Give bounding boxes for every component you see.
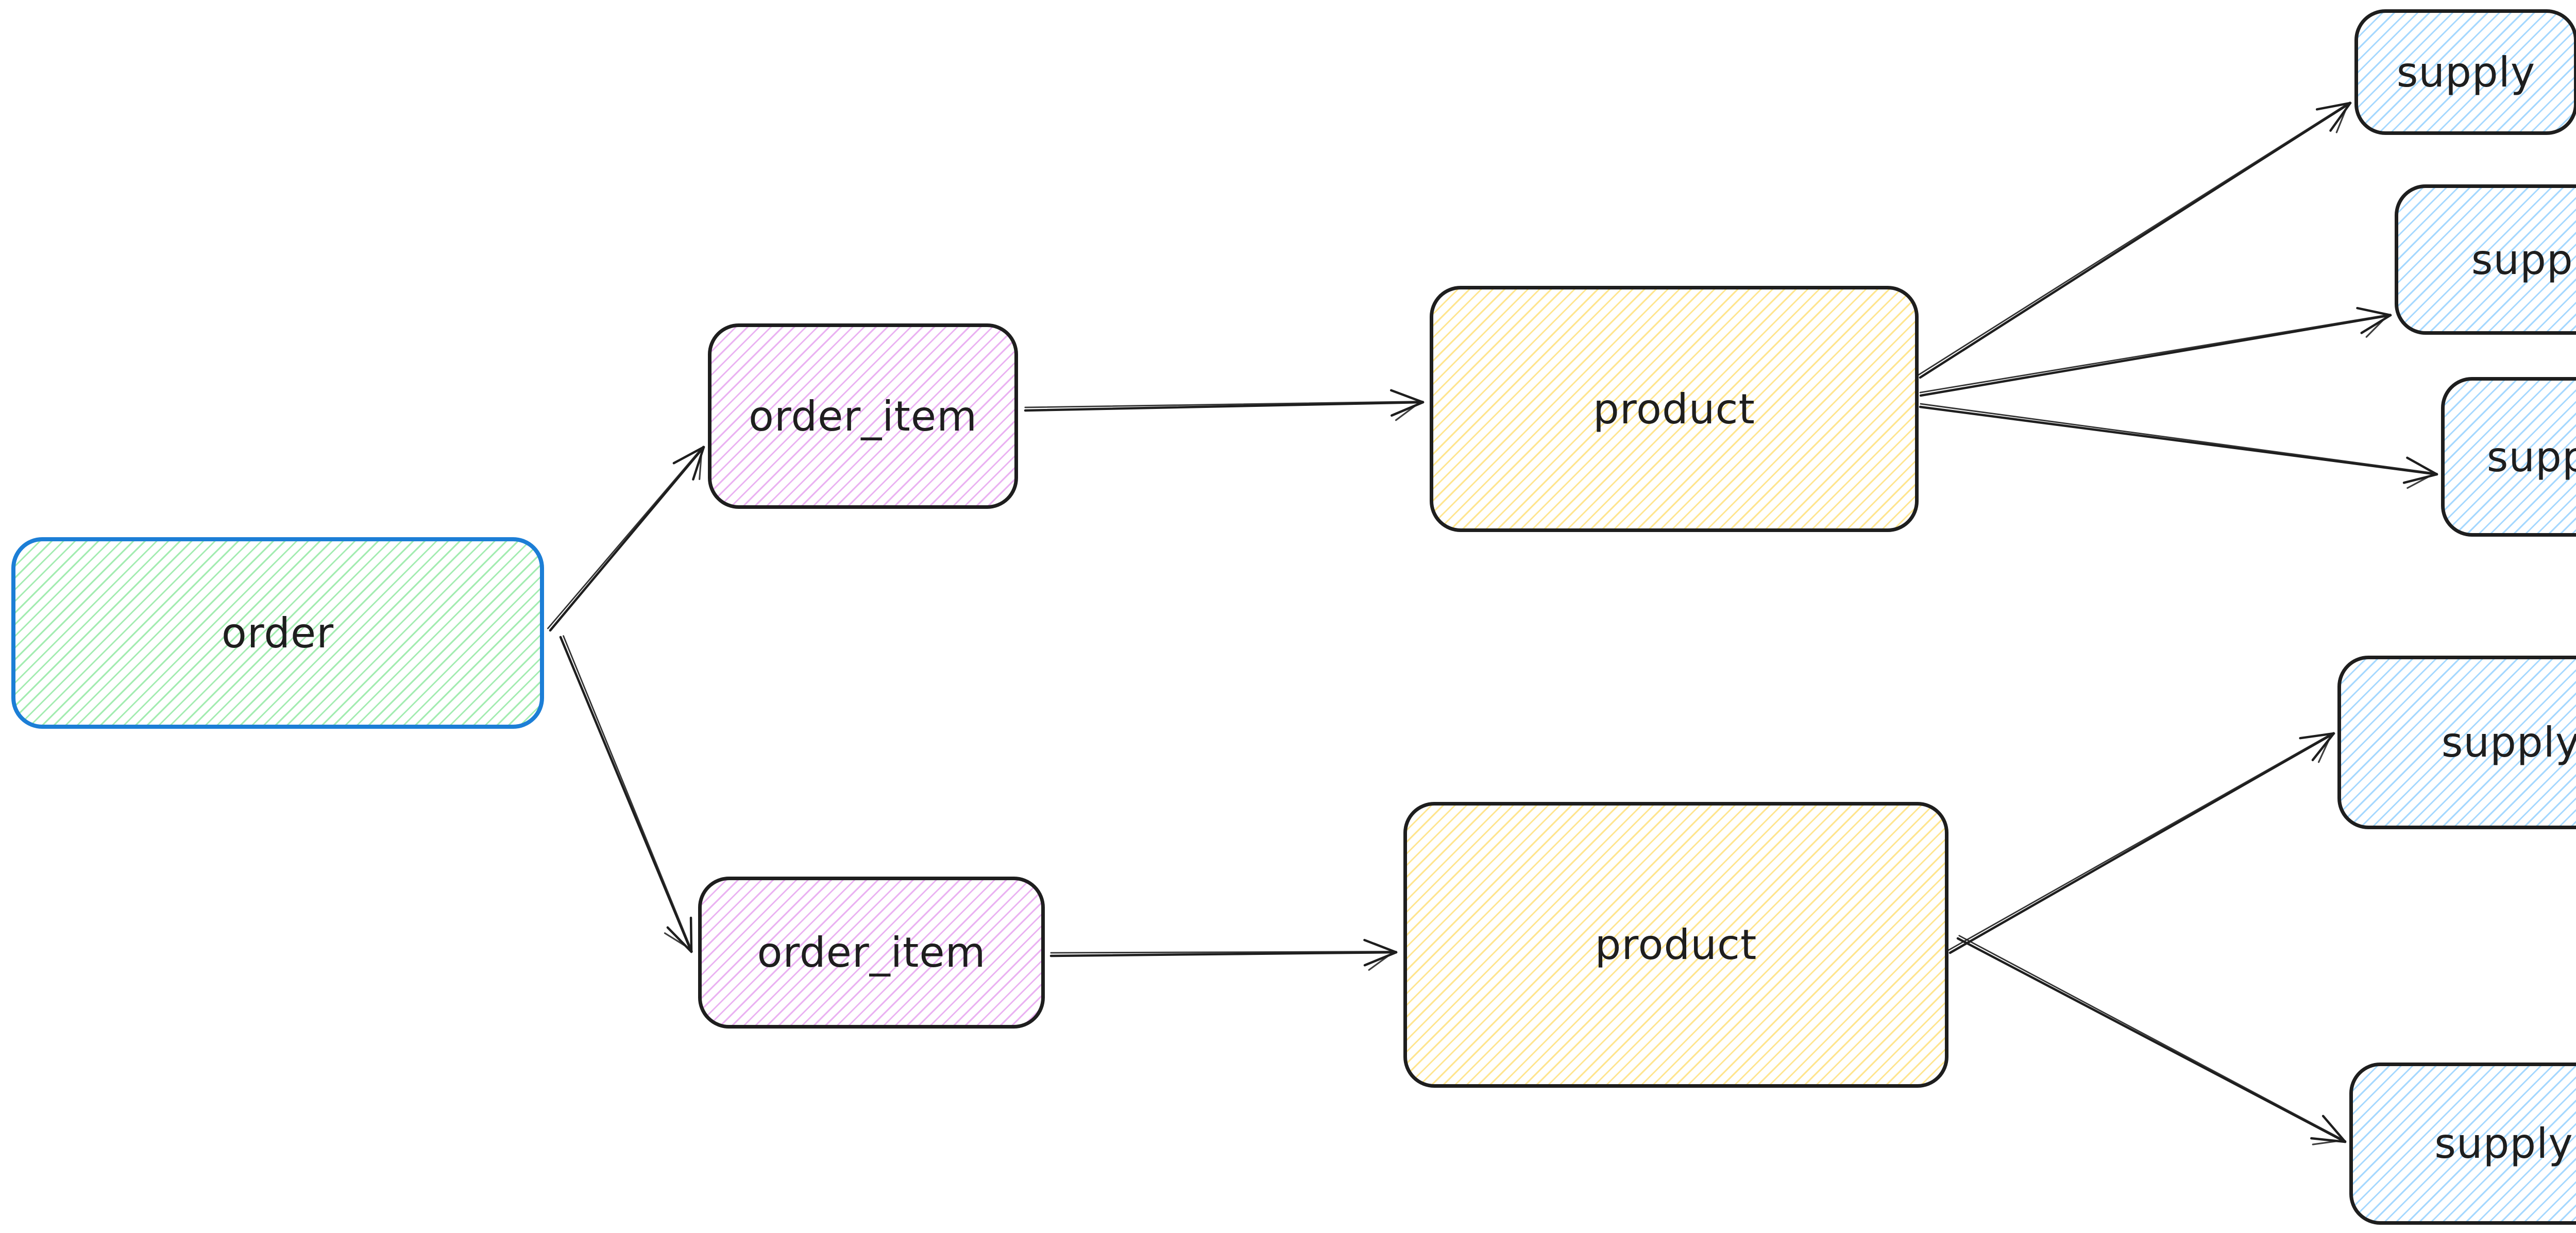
node-order[interactable]: order [11, 537, 544, 729]
node-supply-5[interactable]: supply [2349, 1063, 2576, 1225]
node-product-2[interactable]: product [1403, 802, 1948, 1088]
node-label-product-2: product [1595, 921, 1757, 969]
node-label-order: order [221, 609, 334, 657]
node-supply-3[interactable]: supply [2441, 377, 2576, 537]
node-product-1[interactable]: product [1430, 286, 1919, 532]
node-label-supply-5: supply [2434, 1120, 2573, 1168]
node-label-supply-3: supply [2486, 433, 2576, 481]
node-label-supply-2: supply [2471, 235, 2576, 284]
node-order-item-2[interactable]: order_item [698, 877, 1045, 1029]
node-label-product-1: product [1593, 385, 1755, 433]
node-supply-2[interactable]: supply [2395, 184, 2576, 335]
node-order-item-1[interactable]: order_item [708, 323, 1018, 509]
node-supply-1[interactable]: supply [2354, 9, 2576, 135]
node-label-supply-1: supply [2396, 48, 2536, 96]
node-label-order-item-1: order_item [748, 392, 978, 440]
node-label-order-item-2: order_item [757, 929, 986, 977]
node-supply-4[interactable]: supply [2337, 656, 2576, 829]
node-label-supply-4: supply [2441, 718, 2576, 766]
